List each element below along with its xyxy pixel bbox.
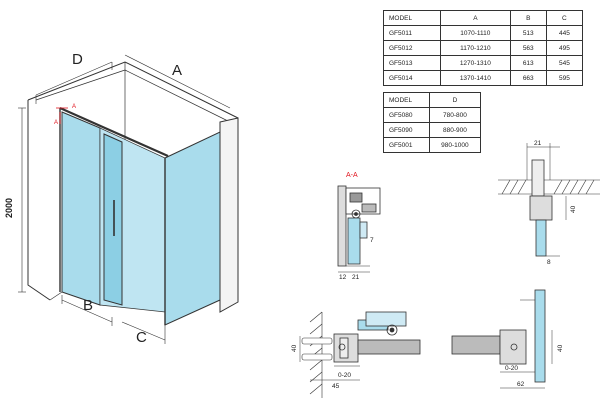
table-cell: 880-900 bbox=[428, 122, 482, 138]
table-cell: 980-1000 bbox=[428, 137, 482, 153]
table-cell: 1070-1110 bbox=[440, 25, 511, 41]
dimension-d-label: D bbox=[72, 51, 83, 68]
table-cell: 513 bbox=[509, 25, 547, 41]
section-aa-dim-7: 7 bbox=[370, 237, 374, 244]
table-cell: A bbox=[440, 10, 511, 26]
right-wall bbox=[219, 117, 239, 313]
wall-detail-right bbox=[451, 289, 553, 389]
section-marker-label-2: A bbox=[54, 120, 58, 126]
wall-right-dim-62: 62 bbox=[517, 381, 525, 388]
section-marker-a bbox=[56, 107, 68, 124]
table-cell: GF5014 bbox=[382, 70, 442, 86]
table-cell: 663 bbox=[509, 70, 547, 86]
wall-left-dim-45: 45 bbox=[332, 383, 340, 390]
wall-detail-left bbox=[299, 311, 421, 398]
wall-right-dim-40: 40 bbox=[557, 344, 564, 352]
table-cell: GF5001 bbox=[383, 137, 430, 153]
section-marker-label: A bbox=[72, 104, 76, 110]
section-aa-dim-21: 21 bbox=[352, 274, 360, 281]
table-cell: GF5080 bbox=[383, 107, 430, 123]
wall-hatch-left bbox=[309, 311, 323, 395]
table-cell: 1270-1310 bbox=[440, 55, 511, 71]
section-aa-dim-12: 12 bbox=[339, 274, 347, 281]
side-glass bbox=[164, 131, 221, 326]
dimension-b-label: B bbox=[83, 297, 93, 314]
top-rail bbox=[59, 106, 169, 158]
table-cell: GF5011 bbox=[382, 25, 442, 41]
table-cell: C bbox=[545, 10, 584, 26]
table-cell: GF5090 bbox=[383, 122, 430, 138]
anchors-left bbox=[301, 337, 333, 361]
table-cell: MODEL bbox=[382, 10, 442, 26]
dimension-a-label: A bbox=[172, 62, 182, 79]
wall-hatch-top bbox=[501, 179, 595, 195]
table-cell: 780-800 bbox=[428, 107, 482, 123]
dimension-height-label: 2000 bbox=[4, 198, 14, 218]
section-aa-drawing bbox=[337, 185, 381, 273]
table-cell: MODEL bbox=[383, 92, 430, 108]
table-cell: 495 bbox=[545, 40, 584, 56]
front-glass-fixed bbox=[61, 111, 101, 306]
top-profile-dim-21: 21 bbox=[534, 140, 542, 147]
table-cell: GF5012 bbox=[382, 40, 442, 56]
table-cell: 595 bbox=[545, 70, 584, 86]
table-cell: 1170-1210 bbox=[440, 40, 511, 56]
left-wall-outline bbox=[27, 100, 51, 301]
table-cell: 545 bbox=[545, 55, 584, 71]
section-aa-title: A-A bbox=[346, 172, 358, 179]
top-profile-drawing bbox=[498, 143, 600, 257]
shower-enclosure-view bbox=[18, 54, 239, 344]
table-cell: 445 bbox=[545, 25, 584, 41]
dimension-c-label: C bbox=[136, 329, 147, 346]
table-cell: 1370-1410 bbox=[440, 70, 511, 86]
top-profile-dim-40: 40 bbox=[570, 205, 577, 213]
wall-left-dim-0-20: 0-20 bbox=[338, 372, 351, 379]
table-cell: D bbox=[428, 92, 482, 108]
table-cell: GF5013 bbox=[382, 55, 442, 71]
table-cell: 613 bbox=[509, 55, 547, 71]
wall-right-dim-0-20: 0-20 bbox=[505, 365, 518, 372]
wall-left-dim-40: 40 bbox=[291, 344, 298, 352]
table-cell: 563 bbox=[509, 40, 547, 56]
table-cell: B bbox=[509, 10, 547, 26]
sliding-door-panel bbox=[103, 133, 123, 306]
top-profile-dim-8: 8 bbox=[547, 259, 551, 266]
